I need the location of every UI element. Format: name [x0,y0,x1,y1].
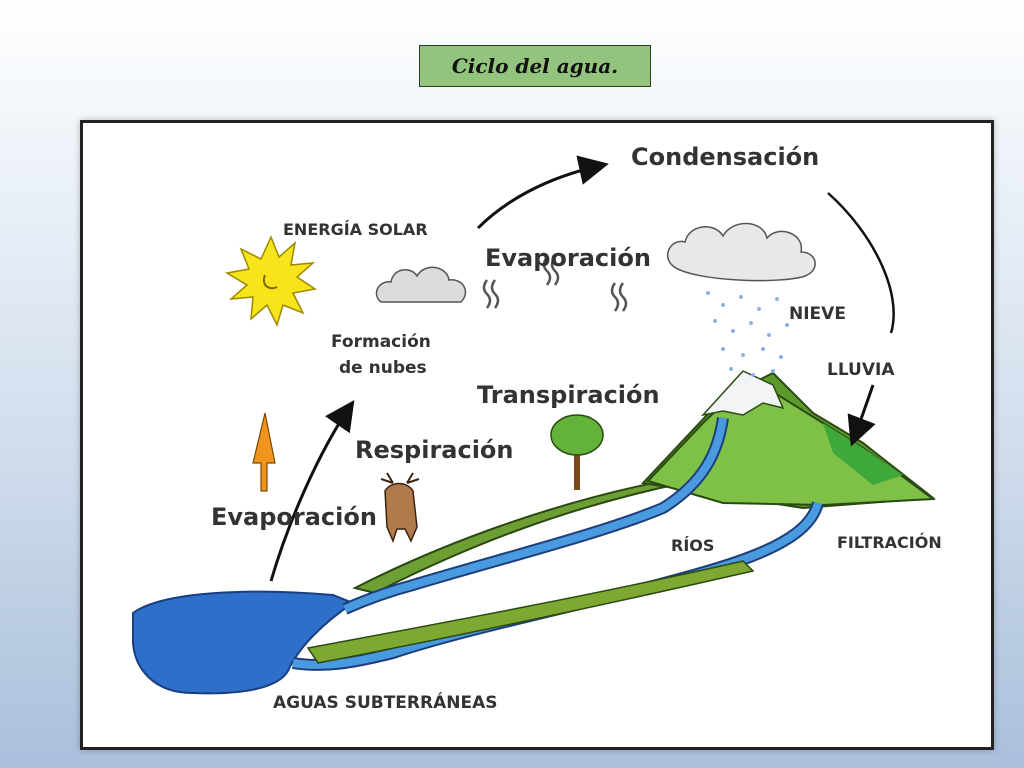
label-aguas-subterraneas: AGUAS SUBTERRÁNEAS [273,691,498,713]
label-rios: RÍOS [671,536,714,555]
lake [132,590,356,695]
label-energia-solar: ENERGÍA SOLAR [283,220,428,239]
label-transpiracion: Transpiración [477,381,660,409]
sun-icon [224,235,317,328]
cloud-icon-rain [667,222,816,282]
river-water [343,417,727,613]
cloud-icon-small [375,266,467,303]
title-box: Ciclo del agua. [419,45,651,87]
label-respiracion: Respiración [355,436,514,464]
label-formacion-2: de nubes [339,358,427,378]
label-nieve: NIEVE [789,304,846,324]
label-evaporacion-top: Evaporación [485,244,651,272]
label-evaporacion-left: Evaporación [211,503,377,531]
arrow-lluvia [847,384,876,447]
label-filtracion: FILTRACIÓN [837,533,942,552]
heat-arrow-icon [252,412,276,492]
diagram-canvas: Condensación ENERGÍA SOLAR Evaporación F… [132,143,942,713]
water-cycle-diagram: Condensación ENERGÍA SOLAR Evaporación F… [80,120,994,750]
page-title: Ciclo del agua. [451,54,619,78]
steam-lines [482,256,628,312]
tree-icon [550,414,604,490]
label-formacion-1: Formación [331,332,431,352]
deer-icon [380,472,420,544]
arrow-evaporation-left [269,400,355,582]
label-lluvia: LLUVIA [827,360,895,380]
arrow-condensation [476,155,609,230]
snow-cap [700,370,785,417]
rain-drops [706,291,789,377]
mountain-forest [823,423,903,485]
arrow-rain [827,192,895,334]
label-condensacion: Condensación [631,143,819,171]
land-lower [306,560,755,664]
